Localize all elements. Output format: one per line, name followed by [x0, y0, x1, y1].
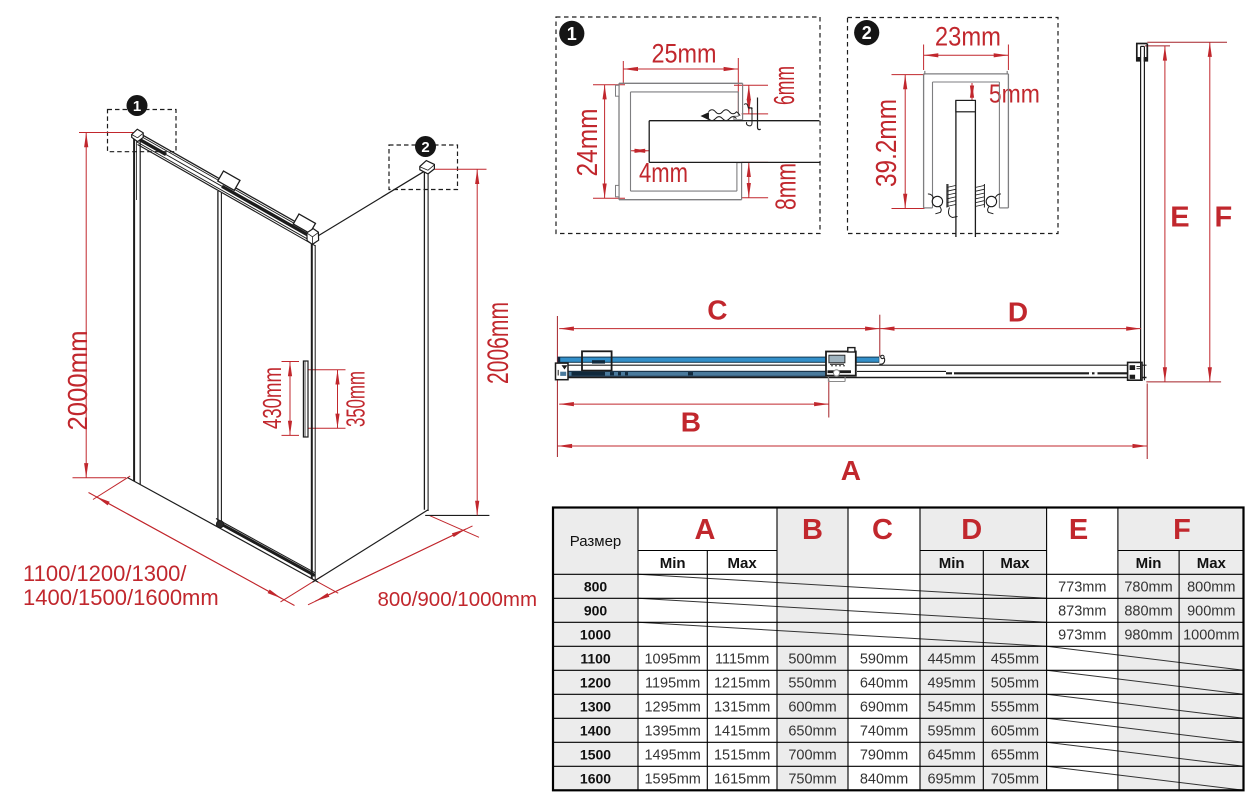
- svg-text:Max: Max: [1197, 555, 1227, 572]
- svg-text:2006mm: 2006mm: [482, 302, 515, 384]
- svg-text:740mm: 740mm: [860, 724, 908, 740]
- svg-text:1295mm: 1295mm: [644, 700, 700, 716]
- svg-text:F: F: [1173, 514, 1191, 546]
- svg-text:595mm: 595mm: [927, 724, 975, 740]
- svg-text:640mm: 640mm: [860, 676, 908, 692]
- svg-text:550mm: 550mm: [788, 676, 836, 692]
- svg-text:1215mm: 1215mm: [714, 676, 770, 692]
- svg-text:505mm: 505mm: [991, 676, 1039, 692]
- svg-text:25mm: 25mm: [652, 39, 717, 69]
- svg-text:900: 900: [584, 603, 608, 619]
- svg-text:6mm: 6mm: [769, 66, 801, 105]
- svg-text:840mm: 840mm: [860, 772, 908, 788]
- svg-text:Размер: Размер: [570, 533, 622, 550]
- svg-text:24mm: 24mm: [572, 109, 604, 177]
- svg-text:1500: 1500: [580, 747, 611, 763]
- svg-text:873mm: 873mm: [1058, 604, 1106, 620]
- svg-text:1395mm: 1395mm: [644, 724, 700, 740]
- svg-text:1315mm: 1315mm: [714, 700, 770, 716]
- svg-text:780mm: 780mm: [1124, 580, 1172, 596]
- svg-text:650mm: 650mm: [788, 724, 836, 740]
- svg-text:D: D: [1008, 297, 1028, 328]
- svg-text:750mm: 750mm: [788, 772, 836, 788]
- svg-text:1100/1200/1300/: 1100/1200/1300/: [23, 561, 187, 586]
- svg-text:Min: Min: [660, 555, 686, 572]
- svg-text:E: E: [1069, 514, 1088, 546]
- svg-text:600mm: 600mm: [788, 700, 836, 716]
- svg-text:455mm: 455mm: [991, 652, 1039, 668]
- svg-text:1115mm: 1115mm: [715, 652, 769, 668]
- svg-text:C: C: [707, 294, 727, 325]
- svg-text:900mm: 900mm: [1187, 604, 1235, 620]
- svg-text:590mm: 590mm: [860, 652, 908, 668]
- svg-text:2: 2: [862, 23, 872, 43]
- svg-text:655mm: 655mm: [991, 748, 1039, 764]
- svg-text:350mm: 350mm: [341, 371, 371, 427]
- svg-text:F: F: [1214, 202, 1232, 234]
- svg-text:773mm: 773mm: [1058, 580, 1106, 596]
- svg-text:980mm: 980mm: [1124, 628, 1172, 644]
- svg-text:1595mm: 1595mm: [644, 772, 700, 788]
- svg-text:800mm: 800mm: [1187, 580, 1235, 596]
- svg-text:2: 2: [421, 139, 429, 156]
- svg-text:880mm: 880mm: [1124, 604, 1172, 620]
- svg-text:1300: 1300: [580, 699, 611, 715]
- svg-text:800/900/1000mm: 800/900/1000mm: [378, 588, 538, 611]
- svg-text:23mm: 23mm: [935, 22, 1001, 52]
- svg-text:A: A: [841, 455, 861, 486]
- svg-text:790mm: 790mm: [860, 748, 908, 764]
- svg-text:1: 1: [567, 24, 577, 44]
- svg-text:1515mm: 1515mm: [714, 748, 770, 764]
- svg-text:430mm: 430mm: [257, 367, 287, 429]
- svg-text:1095mm: 1095mm: [644, 652, 700, 668]
- svg-text:445mm: 445mm: [927, 652, 975, 668]
- svg-text:973mm: 973mm: [1058, 628, 1106, 644]
- svg-text:D: D: [961, 514, 982, 546]
- svg-text:800: 800: [584, 579, 608, 595]
- svg-text:700mm: 700mm: [788, 748, 836, 764]
- svg-text:39.2mm: 39.2mm: [871, 99, 903, 187]
- svg-text:605mm: 605mm: [991, 724, 1039, 740]
- svg-text:A: A: [695, 514, 716, 546]
- svg-text:1615mm: 1615mm: [714, 772, 770, 788]
- svg-text:E: E: [1170, 202, 1189, 234]
- svg-text:Max: Max: [1000, 555, 1030, 572]
- svg-text:500mm: 500mm: [788, 652, 836, 668]
- svg-text:545mm: 545mm: [927, 700, 975, 716]
- svg-text:1200: 1200: [580, 675, 611, 691]
- svg-text:1400: 1400: [580, 723, 611, 739]
- svg-text:1000mm: 1000mm: [1183, 628, 1239, 644]
- svg-text:1415mm: 1415mm: [714, 724, 770, 740]
- svg-text:1000: 1000: [580, 627, 611, 643]
- svg-text:645mm: 645mm: [927, 748, 975, 764]
- svg-text:1495mm: 1495mm: [644, 748, 700, 764]
- svg-text:Max: Max: [728, 555, 758, 572]
- svg-text:690mm: 690mm: [860, 700, 908, 716]
- svg-text:Min: Min: [1136, 555, 1162, 572]
- svg-text:1195mm: 1195mm: [645, 676, 700, 692]
- svg-text:495mm: 495mm: [927, 676, 975, 692]
- svg-text:5mm: 5mm: [989, 79, 1040, 109]
- svg-text:B: B: [681, 406, 701, 437]
- svg-text:695mm: 695mm: [927, 772, 975, 788]
- svg-text:555mm: 555mm: [991, 700, 1039, 716]
- svg-text:1600: 1600: [580, 771, 611, 787]
- svg-text:C: C: [872, 514, 893, 546]
- svg-text:8mm: 8mm: [771, 163, 803, 210]
- svg-text:1400/1500/1600mm: 1400/1500/1600mm: [23, 585, 219, 610]
- svg-text:B: B: [802, 514, 823, 546]
- svg-text:1100: 1100: [580, 651, 611, 667]
- svg-text:1: 1: [133, 98, 141, 115]
- svg-text:2000mm: 2000mm: [62, 331, 93, 431]
- svg-text:705mm: 705mm: [991, 772, 1039, 788]
- svg-text:Min: Min: [939, 555, 965, 572]
